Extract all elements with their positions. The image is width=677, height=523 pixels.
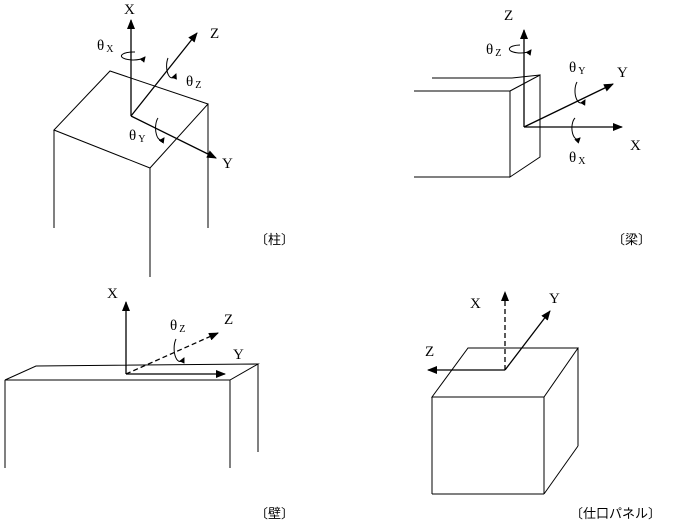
panel-caption: 〔仕口パネル〕 [570, 507, 661, 522]
panel-diagram: X Y Z 〔仕口パネル〕 [425, 291, 661, 522]
beam-rotation-x-icon [571, 117, 581, 144]
column-rotation-y-icon [155, 117, 165, 144]
wall-z-label: Z [224, 312, 233, 328]
wall-caption: 〔壁〕 [255, 507, 294, 522]
column-x-label: X [124, 2, 135, 18]
wall-x-label: X [107, 286, 118, 302]
beam-x-label: X [630, 138, 641, 154]
beam-body [414, 74, 541, 178]
beam-z-label: Z [504, 8, 513, 24]
wall-y-label: Y [233, 347, 244, 363]
column-y-label: Y [222, 156, 233, 172]
column-body [53, 70, 209, 277]
wall-rotation-z-icon [173, 338, 185, 364]
column-z-axis [130, 32, 198, 117]
wall-z-axis [125, 332, 219, 375]
wall-body [4, 363, 260, 468]
column-rotation-z-icon [166, 57, 177, 80]
column-y-axis [130, 115, 217, 159]
panel-body [431, 347, 579, 495]
column-caption: 〔柱〕 [255, 233, 294, 248]
column-rotation-x-icon [120, 51, 146, 63]
beam-caption: 〔梁〕 [612, 233, 651, 248]
panel-y-label: Y [549, 291, 560, 307]
beam-y-label: Y [617, 65, 628, 81]
panel-y-axis [504, 310, 551, 371]
beam-rotation-z-icon [508, 44, 532, 56]
beam-rotation-y-icon [574, 81, 586, 106]
beam-y-axis [523, 83, 614, 128]
panel-x-label: X [470, 296, 481, 312]
panel-z-label: Z [425, 344, 434, 360]
column-z-label: Z [210, 26, 219, 42]
